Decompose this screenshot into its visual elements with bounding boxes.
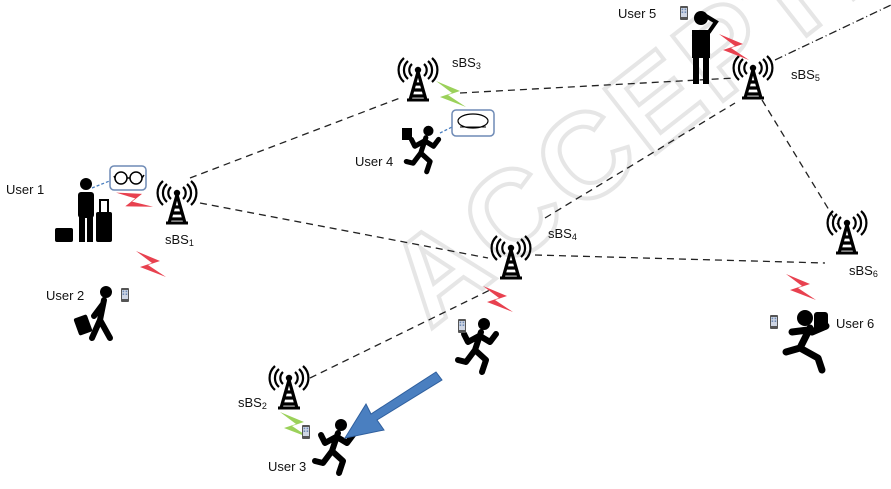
base-station-sbs1 — [155, 179, 199, 225]
runner-icon — [315, 419, 353, 473]
user4-figure — [402, 109, 495, 172]
sbs1-prefix: sBS — [165, 232, 189, 247]
sbs4-prefix: sBS — [548, 226, 572, 241]
sbs4-label: sBS4 — [548, 226, 577, 242]
sbs6-prefix: sBS — [849, 263, 873, 278]
user3-label: User 3 — [268, 459, 307, 474]
link-sbs4-sbs6 — [534, 254, 826, 264]
smart-glasses-icon — [109, 165, 147, 191]
tower-icon — [396, 56, 440, 102]
base-station-sbs6 — [825, 209, 869, 255]
sbs2-prefix: sBS — [238, 395, 262, 410]
user1-figure — [55, 165, 147, 242]
movement-arrow-icon — [343, 371, 443, 439]
link-sbs4-sbs5 — [544, 102, 736, 219]
briefcase-icon — [402, 128, 412, 140]
user5-figure — [680, 6, 719, 84]
user2-figure — [73, 286, 129, 341]
user5-label: User 5 — [618, 6, 657, 21]
user1-label: User 1 — [6, 182, 45, 197]
phone-icon — [770, 315, 778, 329]
lightning-icon — [786, 274, 816, 300]
link-sbs2-sbs4 — [309, 289, 491, 379]
backhaul-links — [91, 4, 891, 379]
link-user1-glasses — [91, 179, 113, 189]
link-sbs5-sbs6 — [761, 99, 841, 229]
sbs1-label: sBS1 — [165, 232, 194, 248]
blimp-icon — [451, 109, 495, 137]
base-station-sbs3 — [396, 56, 440, 102]
user3-figure — [302, 419, 353, 473]
businessman-on-phone-icon — [692, 11, 719, 84]
sbs2-sub: 2 — [261, 401, 267, 411]
sbs6-label: sBS6 — [849, 263, 878, 279]
link-sbs1-sbs4 — [199, 202, 489, 259]
base-station-sbs2 — [267, 364, 311, 410]
sbs5-sub: 5 — [814, 73, 820, 83]
sbs3-prefix: sBS — [452, 55, 476, 70]
walker-with-luggage-icon — [73, 286, 113, 341]
user4-label: User 4 — [355, 154, 394, 169]
traveler-icon — [55, 178, 112, 242]
phone-icon — [680, 6, 688, 20]
tower-icon — [155, 179, 199, 225]
sbs3-sub: 3 — [475, 61, 481, 71]
sbs4-sub: 4 — [571, 232, 577, 242]
user6-label: User 6 — [836, 316, 875, 331]
link-sbs1-sbs3 — [189, 97, 401, 179]
link-sbs3-sbs5 — [459, 77, 736, 94]
lightning-icon — [136, 251, 166, 277]
phone-icon — [458, 319, 466, 333]
sbs5-prefix: sBS — [791, 67, 815, 82]
user2-label: User 2 — [46, 288, 85, 303]
user6-figure — [770, 310, 830, 374]
tower-icon — [267, 364, 311, 410]
sbs3-label: sBS3 — [452, 55, 481, 71]
link-sbs5-offpage — [774, 4, 891, 61]
sbs6-sub: 6 — [872, 269, 878, 279]
sprinter-with-backpack-icon — [782, 310, 830, 374]
sbs5-label: sBS5 — [791, 67, 820, 83]
sbs2-label: sBS2 — [238, 395, 267, 411]
tower-icon — [825, 209, 869, 255]
phone-icon — [121, 288, 129, 302]
sbs1-sub: 1 — [188, 238, 194, 248]
lightning-icon — [436, 81, 466, 107]
phone-icon — [302, 425, 310, 439]
